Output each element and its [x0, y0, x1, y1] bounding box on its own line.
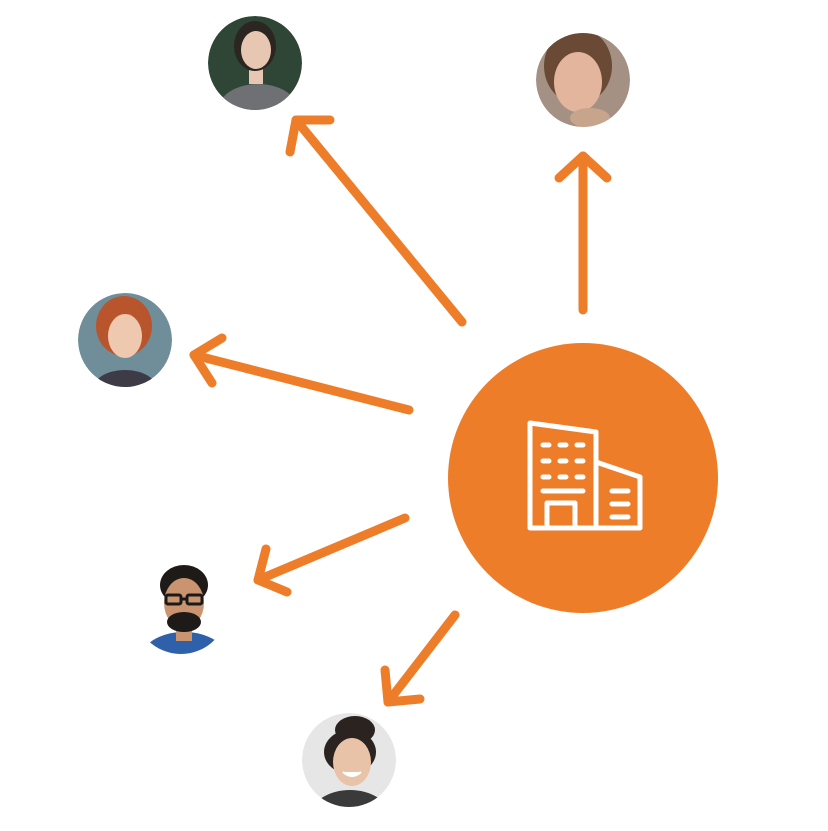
avatar-person-2[interactable] — [536, 28, 630, 128]
arrows — [189, 115, 612, 707]
avatar-shirt — [140, 632, 228, 654]
avatar-face — [241, 31, 271, 69]
avatar-face — [108, 314, 142, 358]
arrow-to-person-1 — [285, 115, 467, 327]
avatar-person-3[interactable] — [78, 293, 172, 414]
avatar-beard — [167, 612, 201, 632]
arrow-to-person-4 — [253, 513, 410, 597]
arrow-to-person-3 — [189, 333, 414, 415]
arrow-to-person-2 — [554, 151, 612, 315]
office-building-icon — [527, 420, 643, 531]
avatar-shirt — [218, 84, 298, 110]
avatar-face — [333, 738, 371, 786]
avatar-shirt — [91, 370, 159, 387]
arrow-to-person-5 — [380, 610, 460, 707]
avatar-person-5[interactable] — [302, 713, 396, 831]
avatar-person-4[interactable] — [134, 560, 228, 688]
avatar-face — [554, 52, 602, 112]
glasses-icon — [164, 593, 204, 606]
avatar-hand — [570, 108, 610, 127]
center-node — [448, 343, 718, 613]
avatar-smile — [342, 771, 362, 777]
avatar-person-1[interactable] — [208, 16, 302, 136]
avatar-shirt — [312, 790, 388, 807]
